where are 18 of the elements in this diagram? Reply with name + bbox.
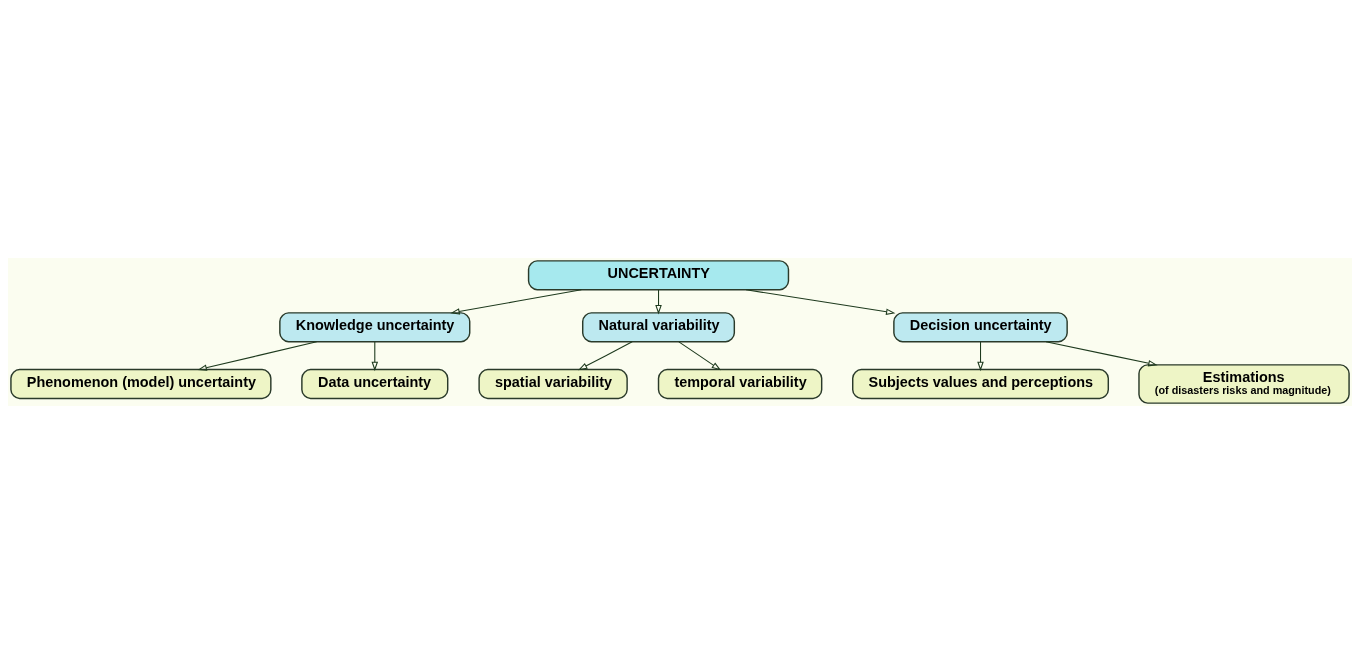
- arrow: [1045, 340, 1158, 366]
- node-box: Subjects values and perceptions: [852, 368, 1109, 399]
- node-box: temporal variability: [657, 368, 823, 399]
- arrow: [745, 288, 896, 315]
- arrow: [197, 340, 318, 371]
- node-box: Natural variability: [582, 311, 736, 342]
- node-box: Phenomenon (model) uncertainty: [10, 368, 272, 399]
- node-box: Knowledge uncertainty: [279, 311, 471, 342]
- arrow: [371, 340, 379, 371]
- node-box: Decision uncertainty: [893, 311, 1068, 342]
- node-box: Data uncertainty: [301, 368, 449, 399]
- arrow: [450, 288, 582, 315]
- node-box: Estimations (of disasters risks and magnitude): [1138, 363, 1350, 404]
- arrow: [578, 340, 633, 370]
- arrow: [678, 340, 722, 370]
- node-box: UNCERTAINTY: [527, 259, 790, 290]
- arrow: [977, 340, 984, 371]
- node-box: spatial variability: [478, 368, 628, 399]
